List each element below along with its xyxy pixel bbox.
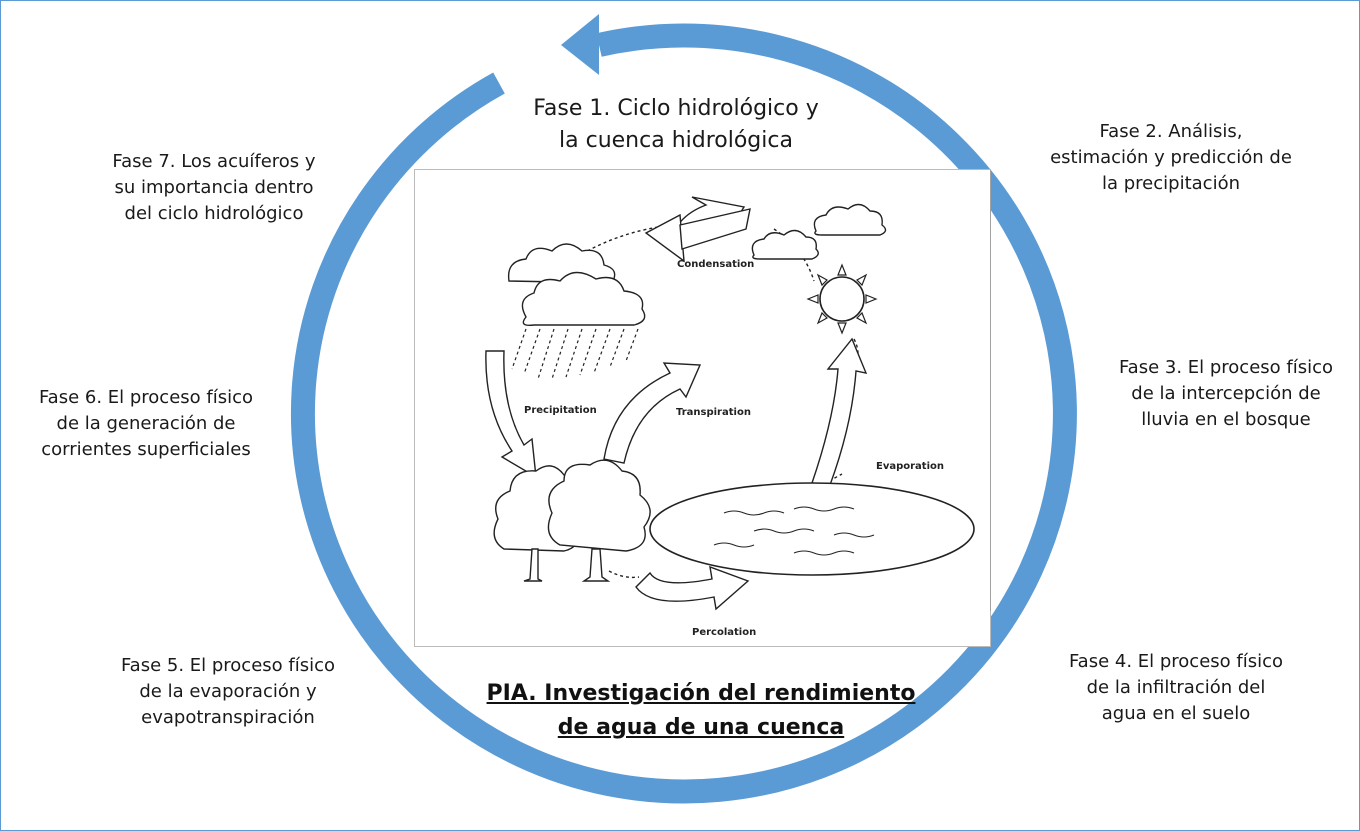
cloud-icon: [751, 229, 819, 260]
rain-cloud-icon: [507, 243, 646, 380]
sun-icon: [806, 263, 878, 335]
label-condensation: Condensation: [677, 259, 754, 270]
water-cycle-illustration: Condensation: [414, 169, 991, 647]
label-precipitation: Precipitation: [524, 405, 597, 416]
label-evaporation: Evaporation: [876, 461, 944, 472]
phase-2-text: Fase 2. Análisis,estimación y predicción…: [1050, 121, 1292, 194]
ring-arc: [290, 23, 1077, 804]
label-percolation: Percolation: [692, 627, 756, 638]
ring-arrowhead: [561, 14, 599, 75]
cloud-icon: [813, 203, 887, 236]
percolation-arrow: [635, 565, 750, 611]
transpiration-arrow: [603, 362, 702, 464]
tree-icon: [547, 459, 651, 582]
label-transpiration: Transpiration: [676, 407, 751, 418]
condensation-arrow: [644, 196, 751, 263]
lake-icon: [649, 482, 975, 576]
evaporation-arrow: [811, 337, 868, 486]
